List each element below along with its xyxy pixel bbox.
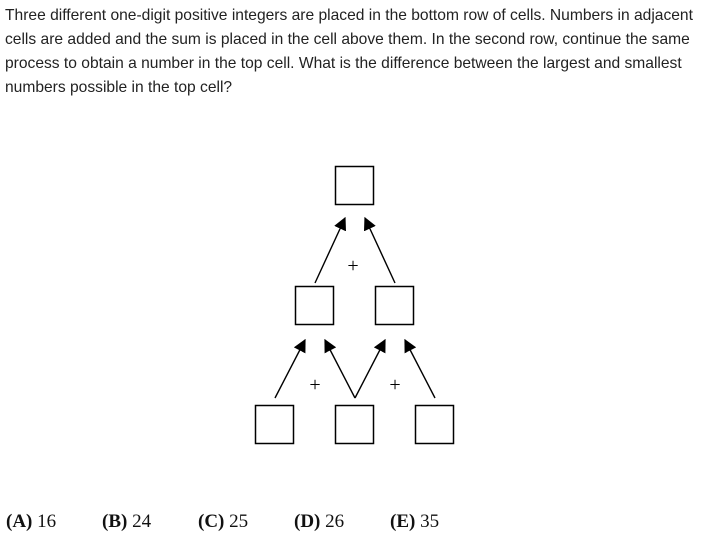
bottom-cell-right bbox=[414, 404, 455, 445]
choice-b[interactable]: (B) 24 bbox=[102, 511, 151, 533]
choice-e-value: 35 bbox=[420, 511, 440, 532]
choice-a[interactable]: (A) 16 bbox=[6, 511, 56, 533]
top-cell bbox=[334, 165, 375, 206]
arrow-middle-left-to-top bbox=[314, 216, 346, 284]
choice-a-letter: (A) bbox=[6, 511, 33, 532]
problem-statement: Three different one-digit positive integ… bbox=[5, 7, 693, 96]
arrow-bottom-middle-to-middle-right bbox=[354, 338, 386, 399]
bottom-cell-middle bbox=[334, 404, 375, 445]
choice-b-value: 24 bbox=[132, 511, 152, 532]
choice-d-letter: (D) bbox=[294, 511, 321, 532]
plus-sign-lower-left: + bbox=[309, 374, 320, 396]
choice-a-value: 16 bbox=[37, 511, 57, 532]
plus-sign-lower-right: + bbox=[389, 374, 400, 396]
middle-cell-right bbox=[374, 285, 415, 326]
arrow-bottom-left-to-middle-left bbox=[274, 338, 306, 399]
plus-sign-top: + bbox=[347, 255, 358, 277]
choice-d[interactable]: (D) 26 bbox=[294, 511, 344, 533]
choice-c-letter: (C) bbox=[198, 511, 225, 532]
choice-d-value: 26 bbox=[325, 511, 345, 532]
arrow-bottom-right-to-middle-right bbox=[404, 338, 436, 399]
choice-e-letter: (E) bbox=[390, 511, 416, 532]
arrow-middle-right-to-top bbox=[364, 216, 396, 284]
arrow-bottom-middle-to-middle-left bbox=[324, 338, 356, 399]
bottom-cell-left bbox=[254, 404, 295, 445]
choice-c-value: 25 bbox=[229, 511, 249, 532]
middle-cell-left bbox=[294, 285, 335, 326]
answer-choices: (A) 16 (B) 24 (C) 25 (D) 26 (E) 35 bbox=[0, 511, 713, 537]
choice-b-letter: (B) bbox=[102, 511, 128, 532]
choice-c[interactable]: (C) 25 bbox=[198, 511, 248, 533]
choice-e[interactable]: (E) 35 bbox=[390, 511, 439, 533]
